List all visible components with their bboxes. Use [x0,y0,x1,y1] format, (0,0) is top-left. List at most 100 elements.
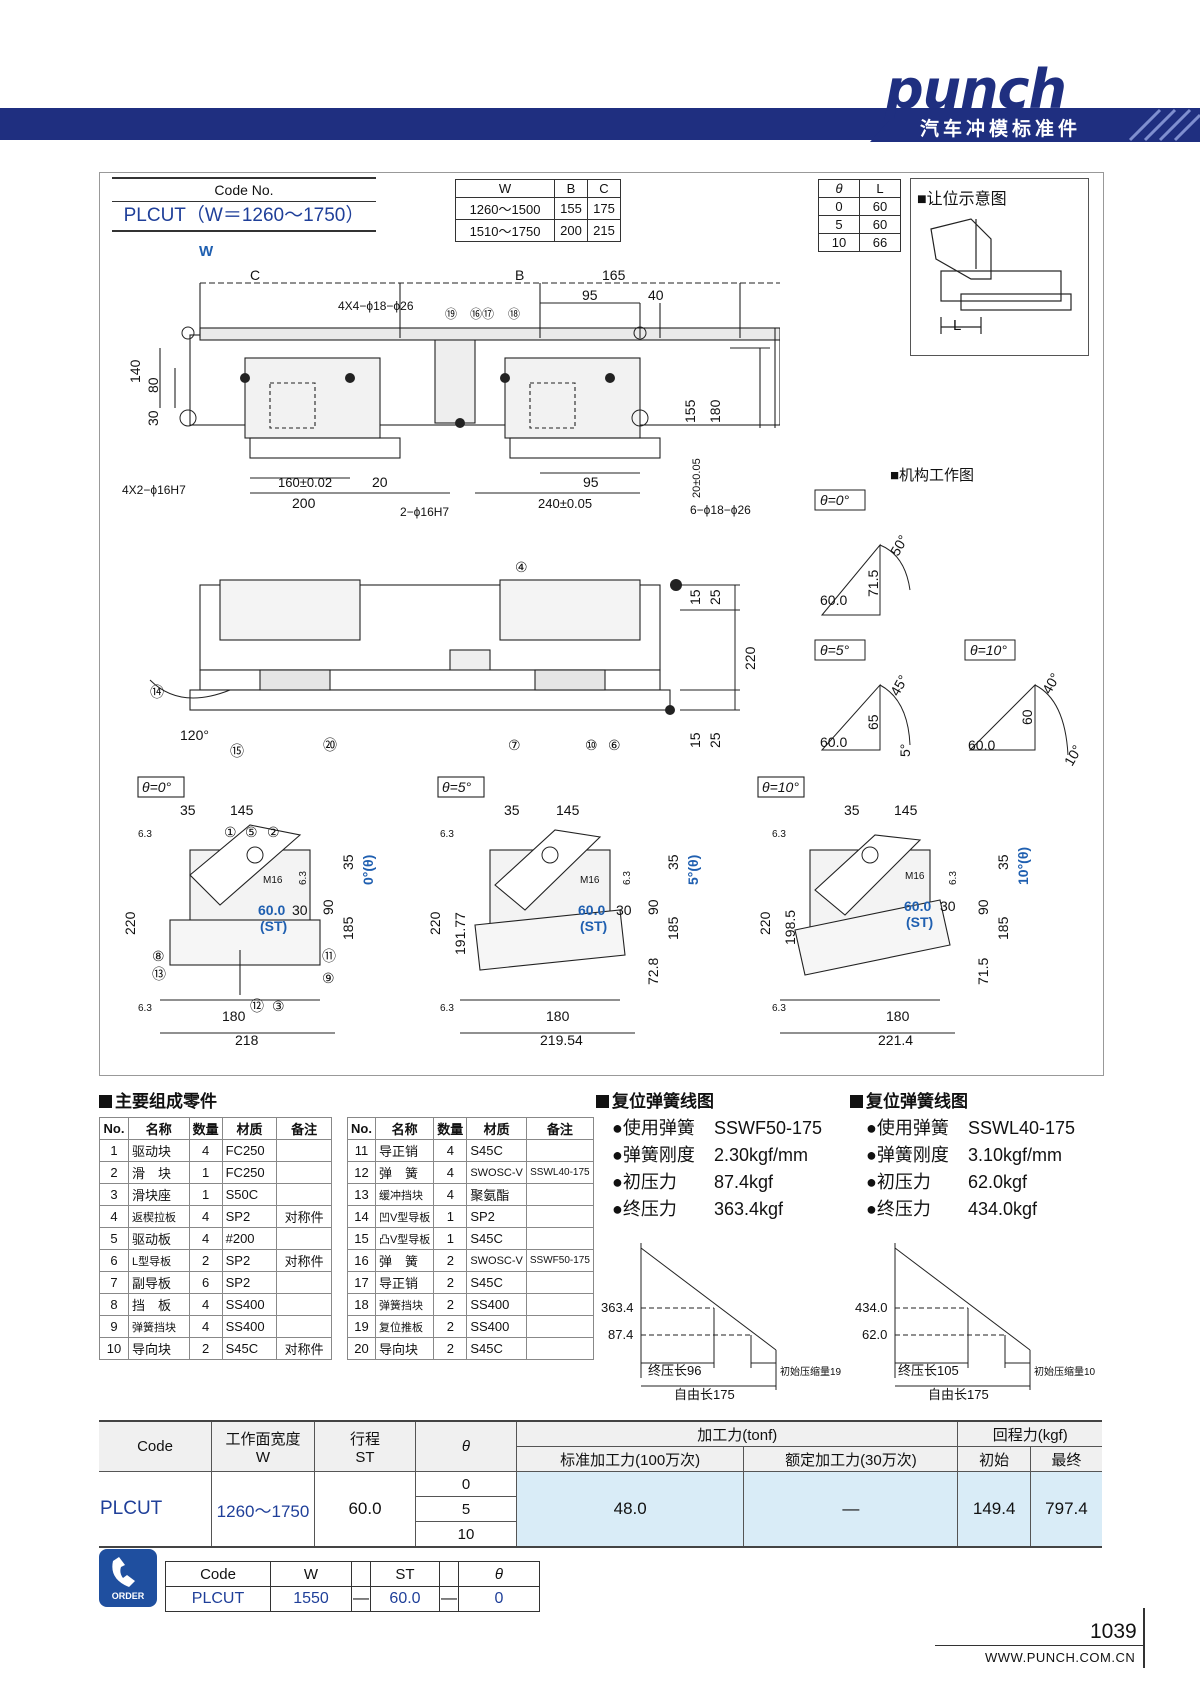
sec0-r2: 6.3 [298,871,309,885]
brand-logo: punch [885,58,1067,121]
part-note [525,1205,594,1228]
dim-155: 155 [682,399,698,423]
dim-165: 165 [602,267,626,283]
spring-b-value: 434.0kgf [968,1199,1038,1219]
spec-init: 149.4 [957,1471,1031,1548]
sec5-st: 60.0 [578,902,605,918]
part-qty: 2 [188,1249,223,1272]
order-header-st: ST [370,1561,440,1587]
part-material: S50C [221,1183,278,1206]
sec5-35: 35 [504,802,520,818]
spring-b-value: 3.10kgf/mm [968,1145,1063,1165]
clearance-sketch [930,218,1072,334]
order-header-w: W [270,1561,352,1587]
part-note [525,1337,594,1360]
sec0-145: 145 [230,802,254,818]
part-note: SSWF50-175 [525,1249,594,1272]
sec5-220: 220 [427,911,443,935]
l-header: L [859,179,901,198]
part-note: 对称件 [276,1205,332,1228]
part-material: SS400 [221,1315,278,1338]
order-header-sep [439,1561,459,1587]
part-name: 弹簧挡块 [128,1315,190,1338]
mech-theta-5: θ=5° [820,642,850,658]
sec10-35v: 35 [995,854,1011,870]
sec10-220: 220 [757,911,773,935]
part-note: SSWL40-175 [525,1161,594,1184]
sec0-angle: 0°(θ) [360,855,376,885]
mech5-st: 60.0 [820,734,847,750]
wbc-cell: 200 [554,219,588,242]
order-header-sep [351,1561,371,1587]
spring-b-key: ●使用弹簧 [866,1118,949,1138]
balloon-19: ⑲ [445,307,457,321]
square-bullet-icon [99,1095,112,1108]
dim-c: C [250,267,260,283]
part-name: 滑 块 [128,1161,190,1184]
sec5-185: 185 [665,916,681,940]
sec5-21954: 219.54 [540,1032,583,1048]
sec5-theta: θ=5° [442,779,472,795]
part-note [276,1161,332,1184]
part-qty: 2 [433,1249,468,1272]
order-table: Code W ST θ PLCUT 1550 — 60.0 — 0 [165,1561,540,1612]
sec0-b9: ⑨ [322,970,335,986]
mechanism-diagrams: θ=0° 71.5 50° 60.0 θ=5° 65 45° 60.0 5° θ… [814,489,1085,769]
balloon-18: ⑱ [508,307,520,321]
sec0-r1: 6.3 [138,829,152,840]
part-no: 2 [99,1161,129,1184]
clearance-l-label: L [953,317,962,334]
part-name: 返楔拉板 [128,1205,190,1228]
sec0-b1: ① [224,824,237,840]
clearance-title: ■让位示意图 [917,191,1007,208]
footer-rule [935,1645,1145,1646]
part-no: 15 [347,1227,376,1250]
sec10-m16: M16 [905,871,925,882]
sec5-r3: 6.3 [440,1003,454,1014]
dim-25a: 25 [707,589,723,605]
balloon-16-17: ⑯⑰ [470,307,494,321]
wbc-cell: 175 [587,197,621,220]
parts-header: 数量 [188,1117,223,1140]
spring-b-final: 终压长105 [898,1363,959,1378]
part-no: 9 [99,1315,129,1338]
part-qty: 4 [188,1227,223,1250]
parts-header: 备注 [276,1117,332,1140]
spring-b-title-text: 复位弹簧线图 [866,1092,968,1111]
mech5-angle: 45° [887,672,911,698]
sec5-r2: 6.3 [622,871,633,885]
part-note [276,1183,332,1206]
mech10-h: 60 [1019,709,1035,725]
part-note [525,1315,594,1338]
spring-b-init: 初始压缩量10 [1034,1365,1096,1378]
part-name: 弹 簧 [374,1249,435,1272]
part-material: S45C [466,1337,527,1360]
part-material: SS400 [466,1315,527,1338]
sec0-theta: θ=0° [142,779,172,795]
part-qty: 4 [188,1315,223,1338]
balloon-20: ⑳ [323,737,337,753]
spring-b-free: 自由长175 [928,1387,989,1402]
spring-a-title-text: 复位弹簧线图 [612,1092,714,1111]
mech10-theta: 10° [1061,742,1085,768]
part-qty: 2 [433,1271,468,1294]
section-views: θ=0° 35 145 ① ⑤ ② 6.3 35 0°(θ) M16 6.3 6… [122,776,1031,1048]
part-no: 7 [99,1271,129,1294]
dim-30: 30 [145,410,161,426]
spec-theta: 0 [415,1471,517,1497]
part-no: 16 [347,1249,376,1272]
part-qty: 2 [433,1337,468,1360]
part-no: 5 [99,1227,129,1250]
dim-95: 95 [582,287,598,303]
sec5-180: 180 [546,1008,570,1024]
sec0-35v: 35 [340,854,356,870]
